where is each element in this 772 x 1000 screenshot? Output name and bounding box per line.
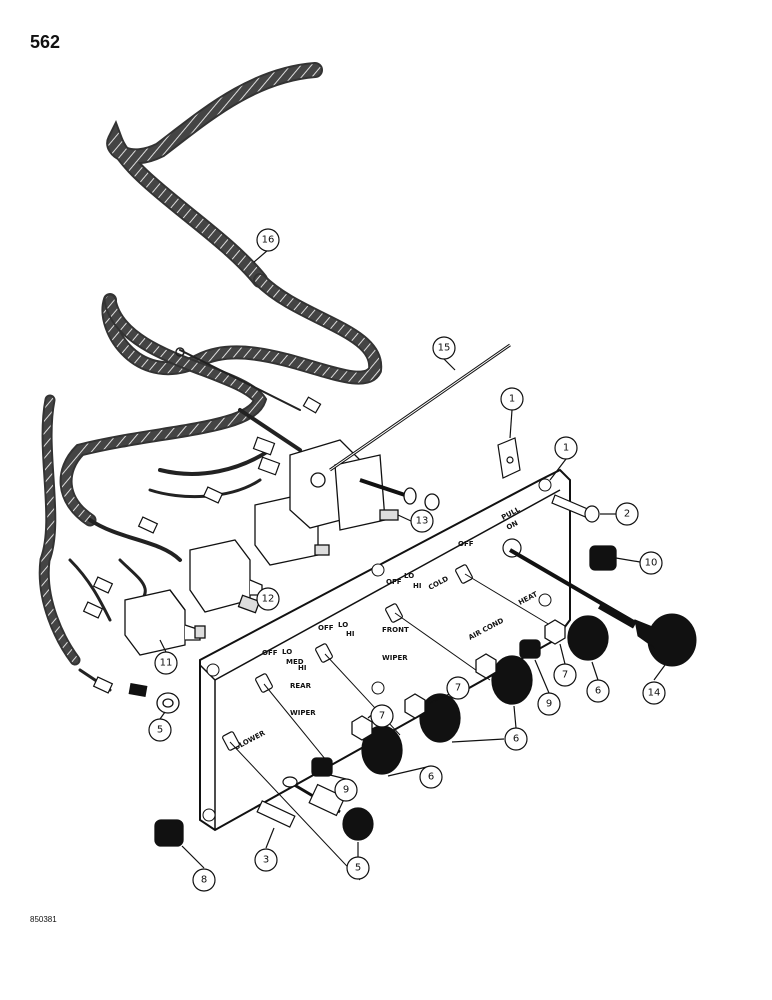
callout-16 (256, 228, 280, 252)
rear-wiper-off-label: OFF (318, 624, 334, 632)
callout-4 (254, 848, 278, 872)
svg-text:7: 7 (562, 670, 568, 681)
callout-6b (504, 727, 528, 751)
callout-7c (553, 663, 577, 687)
callout-9a (334, 778, 358, 802)
callout-10 (639, 551, 663, 575)
callout-3 (500, 387, 524, 411)
aircond-off-label: OFF (386, 578, 402, 586)
front-wiper-label: WIPER (382, 654, 408, 662)
callout-5b (346, 856, 370, 880)
svg-text:7: 7 (379, 711, 385, 722)
callout-2 (615, 502, 639, 526)
svg-text:1: 1 (509, 394, 515, 405)
temperature-control-13 (289, 439, 399, 531)
connector-terminals (82, 396, 322, 698)
knob-6b (419, 693, 461, 743)
callout-5a (148, 718, 172, 742)
nut-7d (544, 619, 566, 645)
svg-text:5: 5 (355, 863, 361, 874)
rear-label: REAR (290, 682, 312, 690)
callout-7a (370, 704, 394, 728)
callout-8 (192, 868, 216, 892)
svg-text:13: 13 (416, 516, 429, 527)
svg-text:16: 16 (262, 235, 275, 246)
callout-7b (446, 676, 470, 700)
svg-text:2: 2 (624, 509, 630, 520)
callout-1 (554, 436, 578, 460)
figure-code: 850381 (30, 915, 57, 924)
svg-text:9: 9 (343, 785, 349, 796)
callout-6d (586, 679, 610, 703)
rotary-switch-12 (189, 539, 263, 614)
svg-text:14: 14 (648, 688, 661, 699)
callout-13 (410, 509, 434, 533)
clip-3 (497, 437, 521, 479)
nut-7b (404, 693, 426, 719)
page-number: 562 (30, 32, 61, 52)
rear-wiper-lo-label: LO (338, 621, 348, 629)
svg-text:9: 9 (546, 699, 552, 710)
aircond-hi-label: HI (413, 582, 421, 590)
callout-6a (419, 765, 443, 789)
svg-text:6: 6 (595, 686, 601, 697)
cap-9a (311, 757, 333, 777)
blower-med-label: MED (286, 658, 304, 666)
callouts: 16 15 1 1 2 10 13 12 11 5 7 7 (148, 228, 666, 892)
svg-text:12: 12 (262, 594, 275, 605)
callout-11 (154, 651, 178, 675)
blower-off-label: OFF (262, 649, 278, 657)
callout-12 (256, 587, 280, 611)
fuse-4 (256, 800, 296, 828)
front-label: FRONT (382, 626, 409, 634)
knob-6d (567, 615, 609, 661)
svg-text:1: 1 (563, 443, 569, 454)
blower-lo-label: LO (282, 648, 292, 656)
svg-text:3: 3 (263, 855, 269, 866)
svg-text:6: 6 (428, 772, 434, 783)
svg-text:7: 7 (455, 683, 461, 694)
pull-rod-14 (508, 548, 697, 667)
blower-hi-label: HI (298, 664, 306, 672)
callout-14 (642, 681, 666, 705)
svg-text:10: 10 (645, 558, 658, 569)
cap-10 (589, 545, 617, 571)
svg-text:6: 6 (513, 734, 519, 745)
callout-9b (537, 692, 561, 716)
svg-text:8: 8 (201, 875, 207, 886)
cap-9b (519, 639, 541, 659)
screw-2 (551, 494, 600, 523)
aircond-lo-label: LO (404, 572, 414, 580)
control-panel-1 (199, 468, 571, 832)
rotary-switch-11 (124, 589, 206, 656)
fuse-holder-5 (282, 776, 374, 841)
nut-7a (351, 715, 373, 741)
callout-15 (432, 336, 456, 360)
svg-text:11: 11 (160, 658, 173, 669)
cap-8 (154, 819, 184, 847)
control-cable-15 (329, 343, 511, 511)
nut-7c (475, 653, 497, 679)
knob-6c (491, 655, 533, 705)
temp-off-label: OFF (458, 540, 474, 548)
rear-wiper-label: WIPER (290, 709, 316, 717)
svg-text:15: 15 (438, 343, 451, 354)
rear-wiper-hi-label: HI (346, 630, 354, 638)
svg-text:5: 5 (157, 725, 163, 736)
